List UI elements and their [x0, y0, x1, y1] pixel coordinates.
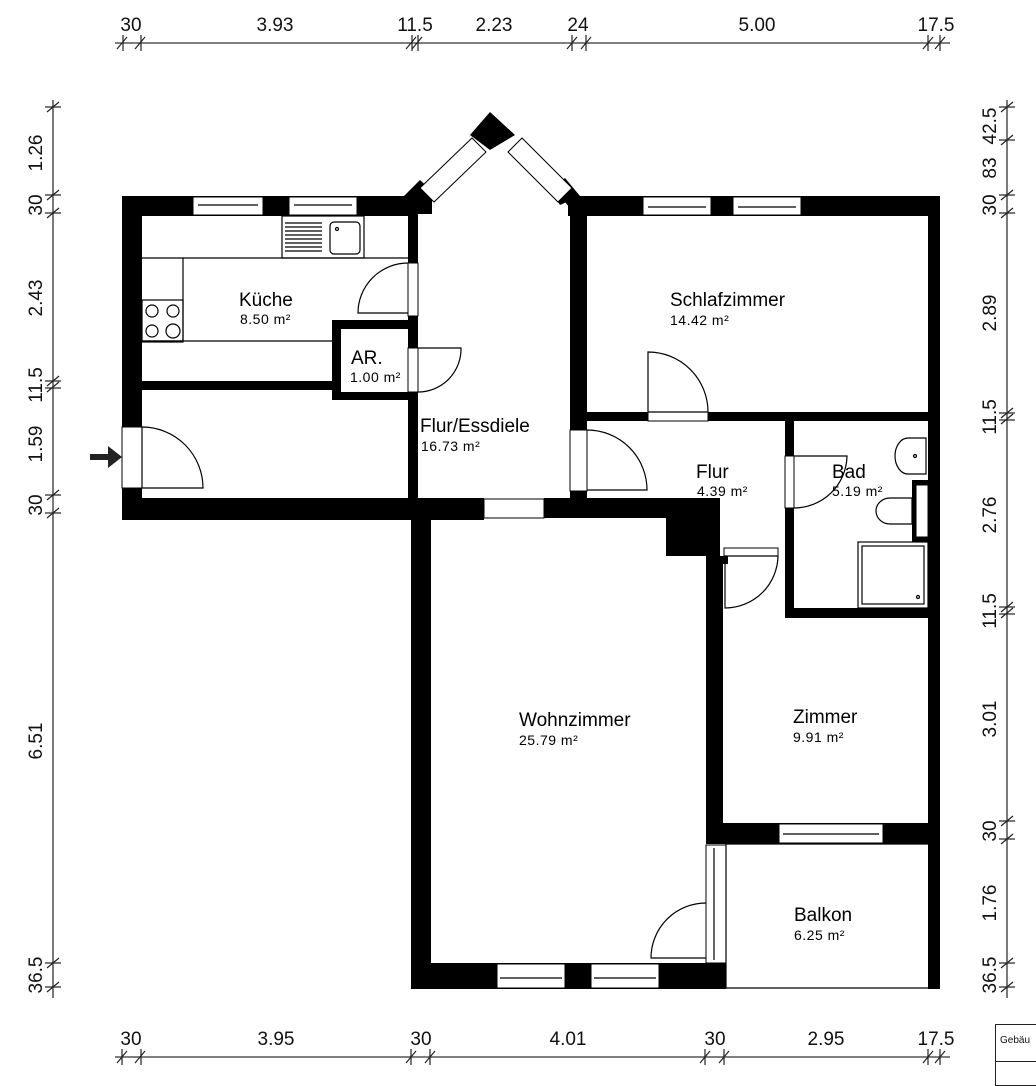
dim-right-1: 83: [980, 157, 1001, 178]
dim-bottom-2: 30: [410, 1029, 431, 1050]
room-area: 9.91 m²: [793, 729, 844, 745]
room-area: 25.79 m²: [519, 732, 578, 748]
storage-door-icon: [417, 347, 462, 393]
dim-bottom-0: 30: [120, 1029, 141, 1050]
kitchen-fixtures: [141, 215, 408, 343]
room-area: 8.50 m²: [240, 311, 291, 327]
entrance-door-icon: [141, 426, 204, 489]
room-name: AR.: [351, 348, 383, 369]
room-door-icon: [724, 555, 779, 609]
room-abstellraum: AR. 1.00 m²: [350, 348, 401, 385]
room-name: Flur: [696, 462, 729, 483]
room-flur: Flur 4.39 m²: [696, 462, 748, 499]
room-schlafzimmer: Schlafzimmer 14.42 m²: [670, 290, 786, 328]
dim-left-0: 1.26: [26, 135, 47, 172]
room-area: 4.39 m²: [697, 483, 748, 499]
room-name: Bad: [832, 462, 866, 483]
dim-bottom-3: 4.01: [550, 1029, 587, 1050]
washbasin-icon: [894, 437, 927, 475]
dim-right-3: 2.89: [980, 295, 1001, 332]
dim-right-7: 3.01: [980, 701, 1001, 738]
room-labels: Küche 8.50 m² AR. 1.00 m² Flur/Essdiele …: [239, 290, 883, 943]
room-name: Küche: [239, 290, 293, 311]
room-area: 5.19 m²: [832, 483, 883, 499]
title-block-divider: [996, 1061, 1036, 1062]
title-block: Gebäu: [995, 1024, 1036, 1086]
dim-top-5: 5.00: [739, 15, 776, 36]
room-kueche: Küche 8.50 m²: [239, 290, 293, 327]
room-name: Schlafzimmer: [670, 290, 786, 311]
sink-icon: [281, 215, 365, 259]
dim-left-2: 2.43: [26, 280, 47, 317]
bedroom-door-icon: [647, 351, 709, 413]
dimension-bottom: 30 3.95 30 4.01 30 2.95 17.5: [115, 1029, 954, 1065]
dim-left-3: 11.5: [26, 367, 47, 403]
dim-left-6: 6.51: [26, 723, 47, 760]
dim-right-4: 11.5: [980, 399, 1001, 435]
dim-bottom-6: 17.5: [918, 1029, 955, 1050]
dimension-right: 42.5 83 30 2.89 11.5 2.76 11.5 3.01 30 1…: [980, 100, 1015, 998]
dim-right-0: 42.5: [980, 108, 1001, 145]
dim-right-6: 11.5: [980, 593, 1001, 629]
room-wohnzimmer: Wohnzimmer 25.79 m²: [519, 710, 631, 748]
room-name: Wohnzimmer: [519, 710, 631, 731]
dim-right-5: 2.76: [980, 497, 1001, 534]
dim-right-2: 30: [980, 194, 1001, 215]
balcony-outline: [725, 843, 934, 989]
room-name: Flur/Essdiele: [420, 416, 530, 437]
room-area: 16.73 m²: [421, 438, 480, 454]
room-zimmer: Zimmer 9.91 m²: [793, 707, 858, 745]
dim-left-4: 1.59: [26, 426, 47, 463]
room-area: 14.42 m²: [670, 312, 729, 328]
bathroom-door-icon: [793, 455, 848, 509]
dim-right-10: 36.5: [980, 957, 1001, 994]
dim-right-9: 1.76: [980, 885, 1001, 922]
dim-top-2: 11.5: [397, 15, 433, 36]
kitchen-door-icon: [357, 262, 409, 314]
balcony-door-icon: [650, 902, 707, 959]
dim-top-4: 24: [567, 15, 589, 36]
dimension-top: 30 3.93 11.5 2.23 24 5.00 17.5: [115, 15, 954, 51]
room-area: 6.25 m²: [794, 927, 845, 943]
stove-icon: [141, 299, 184, 343]
dim-top-6: 17.5: [918, 15, 955, 36]
dim-top-3: 2.23: [476, 15, 513, 36]
bathroom-fixtures: [857, 437, 929, 609]
title-block-label: Gebäu: [1000, 1035, 1031, 1046]
dim-bottom-5: 2.95: [808, 1029, 845, 1050]
dim-bottom-4: 30: [704, 1029, 725, 1050]
dim-left-1: 30: [26, 194, 47, 215]
shower-icon: [857, 541, 929, 609]
dim-left-7: 36.5: [26, 957, 47, 994]
doors: [141, 262, 848, 959]
room-area: 1.00 m²: [350, 369, 401, 385]
hallway-door-icon: [586, 429, 648, 491]
walls: [122, 112, 940, 989]
toilet-icon: [875, 497, 913, 525]
dim-bottom-1: 3.95: [258, 1029, 295, 1050]
dim-top-1: 3.93: [257, 15, 294, 36]
room-name: Zimmer: [793, 707, 858, 728]
room-flur-essdiele: Flur/Essdiele 16.73 m²: [420, 416, 530, 454]
dim-left-5: 30: [26, 494, 47, 515]
dim-right-8: 30: [980, 820, 1001, 841]
room-name: Balkon: [794, 905, 852, 926]
room-balkon: Balkon 6.25 m²: [794, 905, 852, 943]
room-bad: Bad 5.19 m²: [832, 462, 883, 499]
entrance-arrow-icon: [90, 446, 122, 468]
dim-top-0: 30: [120, 15, 141, 36]
openings: [121, 137, 929, 989]
dimension-left: 1.26 30 2.43 11.5 1.59 30 6.51 36.5: [26, 100, 61, 998]
